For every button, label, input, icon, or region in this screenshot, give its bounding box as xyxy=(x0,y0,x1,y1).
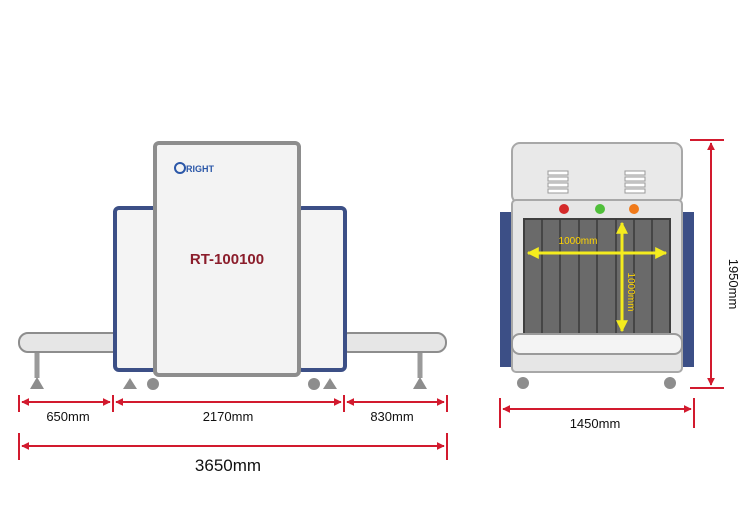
front-width-label: 1450mm xyxy=(570,416,621,431)
indicator-light-orange xyxy=(629,204,639,214)
left-conveyor xyxy=(18,332,125,353)
indicator-light-green xyxy=(595,204,605,214)
brand-logo: RIGHT xyxy=(174,162,215,174)
side-view: RIGHT RT-100100 650mm 2170mm 830mm xyxy=(18,141,448,475)
total-length-label: 3650mm xyxy=(195,456,261,475)
front-top-housing xyxy=(511,142,683,204)
indicator-light-red xyxy=(559,204,569,214)
logo-text: RIGHT xyxy=(186,164,215,174)
tunnel-width-label: 1000mm xyxy=(559,236,598,247)
right-wing xyxy=(296,206,347,372)
front-height-label: 1950mm xyxy=(726,259,741,310)
model-name: RT-100100 xyxy=(190,251,264,268)
cabinet-feet xyxy=(123,378,337,390)
conveyor-legs xyxy=(30,350,427,389)
tunnel-height-label: 1000mm xyxy=(625,273,636,312)
front-width-dimension: 1450mm xyxy=(499,398,695,431)
front-wheel-left xyxy=(517,377,529,389)
tunnel-size-arrows: 1000mm 1000mm xyxy=(526,221,668,333)
right-conveyor-length-label: 830mm xyxy=(370,409,413,424)
total-dimension-line: 3650mm xyxy=(18,433,448,475)
front-view: 1000mm 1000mm 1450mm 1950mm xyxy=(499,139,741,431)
segment-dimension-line: 650mm 2170mm 830mm xyxy=(18,395,448,424)
vent-right-icon xyxy=(624,170,646,194)
logo-mark-icon xyxy=(174,162,186,174)
front-height-dimension: 1950mm xyxy=(690,139,741,389)
front-wheel-right xyxy=(664,377,676,389)
front-left-frame xyxy=(500,212,514,367)
right-conveyor xyxy=(339,332,447,353)
front-right-frame xyxy=(680,212,694,367)
front-conveyor-belt xyxy=(511,333,683,355)
left-conveyor-length-label: 650mm xyxy=(46,409,89,424)
main-cabinet xyxy=(153,141,301,377)
body-length-label: 2170mm xyxy=(203,409,254,424)
vent-left-icon xyxy=(547,170,569,194)
